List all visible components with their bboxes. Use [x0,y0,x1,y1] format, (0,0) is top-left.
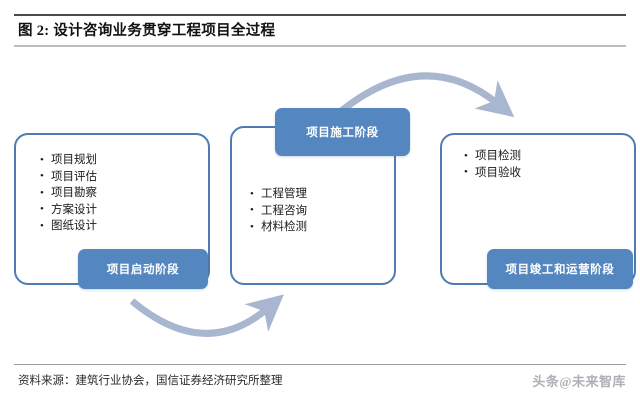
stage-label-2: 项目施工阶段 [275,108,410,156]
list-item: 项目勘察 [40,185,97,202]
source-note: 资料来源：建筑行业协会，国信证券经济研究所整理 [18,375,283,387]
stage-3-item-list: 项目检测 项目验收 [464,148,521,181]
list-item: 项目规划 [40,152,97,169]
list-item: 项目验收 [464,164,521,182]
stage-1-item-list: 项目规划 项目评估 项目勘察 方案设计 图纸设计 [40,152,97,235]
stage-2-item-list: 工程管理 工程咨询 材料检测 [250,186,307,236]
list-item: 材料检测 [250,219,307,236]
list-item: 工程咨询 [250,202,307,220]
list-item: 项目检测 [464,148,521,165]
list-item: 项目评估 [40,168,97,186]
list-item: 工程管理 [250,186,307,203]
header-rule-top [14,14,626,16]
footer-rule [14,364,626,365]
arrow-stage1-to-stage2 [129,294,284,337]
stage-label-3: 项目竣工和运营阶段 [487,249,633,289]
header-rule-bottom [14,45,626,47]
watermark: 头条@未来智库 [532,374,626,389]
list-item: 图纸设计 [40,218,97,235]
figure-title: 图 2: 设计咨询业务贯穿工程项目全过程 [18,23,276,39]
stage-label-1: 项目启动阶段 [78,249,208,289]
list-item: 方案设计 [40,201,97,219]
arrow-stage2-to-stage3 [337,72,515,118]
